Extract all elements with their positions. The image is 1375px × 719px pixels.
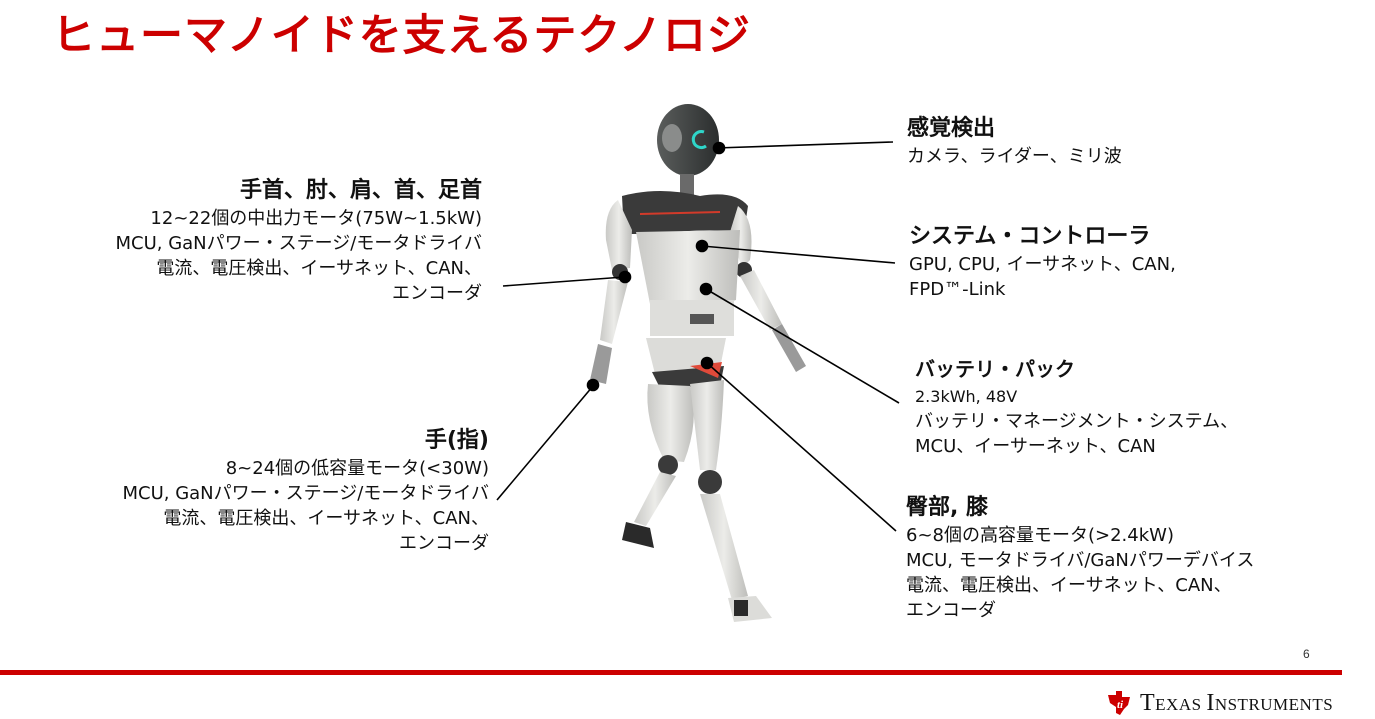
callout-joints: 手首、肘、肩、首、足首 12~22個の中出力モータ(75W~1.5kW) MCU… bbox=[115, 176, 482, 306]
callout-hand-line: 電流、電圧検出、イーサネット、CAN、 bbox=[163, 508, 489, 529]
callout-hip-knee-line: 6~8個の高容量モータ(>2.4kW) bbox=[906, 525, 1174, 546]
callout-controller-line: FPD™-Link bbox=[909, 279, 1006, 300]
callout-battery-line: バッテリ・マネージメント・システム、 bbox=[915, 411, 1239, 432]
callout-hand-line: 8~24個の低容量モータ(<30W) bbox=[225, 458, 489, 479]
callout-joints-heading: 手首、肘、肩、首、足首 bbox=[239, 178, 482, 203]
hip-knee-anchor-dot bbox=[700, 356, 714, 370]
callout-hand-heading: 手(指) bbox=[424, 428, 489, 453]
callout-hip-knee-line: MCU, モータドライバ/GaNパワーデバイス bbox=[906, 550, 1255, 571]
callout-sensing-line: カメラ、ライダー、ミリ波 bbox=[907, 146, 1122, 167]
leader-lines bbox=[496, 141, 900, 532]
callout-controller-line: GPU, CPU, イーサネット、CAN, bbox=[909, 254, 1176, 275]
callout-hip-knee-line: 電流、電圧検出、イーサネット、CAN、 bbox=[906, 575, 1232, 596]
callout-hand-line: MCU, GaNパワー・ステージ/モータドライバ bbox=[122, 483, 489, 504]
callout-joints-line: エンコーダ bbox=[392, 283, 482, 304]
controller-anchor-dot bbox=[695, 239, 709, 253]
ti-logo-text: TEXAS INSTRUMENTS bbox=[1140, 689, 1334, 716]
page-number: 6 bbox=[1303, 647, 1310, 661]
ti-logo-icon: ti bbox=[1108, 691, 1130, 715]
callout-hand-line: エンコーダ bbox=[399, 533, 489, 554]
slide-title: ヒューマノイドを支えるテクノロジ bbox=[52, 11, 751, 61]
callout-sensing: 感覚検出 カメラ、ライダー、ミリ波 bbox=[907, 114, 1122, 169]
svg-text:ti: ti bbox=[1117, 699, 1124, 711]
battery-anchor-dot bbox=[699, 282, 713, 296]
callout-controller: システム・コントローラ GPU, CPU, イーサネット、CAN, FPD™-L… bbox=[909, 222, 1176, 302]
callout-joints-line: MCU, GaNパワー・ステージ/モータドライバ bbox=[115, 233, 482, 254]
joints-anchor-dot bbox=[618, 270, 632, 284]
callout-battery-heading: バッテリ・パック bbox=[915, 357, 1075, 381]
callout-controller-heading: システム・コントローラ bbox=[909, 224, 1151, 249]
callout-battery-line: 2.3kWh, 48V bbox=[915, 387, 1018, 406]
robot-figure bbox=[590, 104, 806, 622]
callout-hip-knee-heading: 臀部, 膝 bbox=[906, 495, 989, 520]
callout-joints-line: 電流、電圧検出、イーサネット、CAN、 bbox=[156, 258, 482, 279]
footer-divider bbox=[0, 670, 1342, 675]
hand-anchor-dot bbox=[586, 378, 600, 392]
sensing-anchor-dot bbox=[712, 141, 726, 155]
callout-hip-knee: 臀部, 膝 6~8個の高容量モータ(>2.4kW) MCU, モータドライバ/G… bbox=[906, 493, 1254, 623]
texas-instruments-logo: ti TEXAS INSTRUMENTS bbox=[1106, 688, 1333, 718]
callout-battery-line: MCU、イーサーネット、CAN bbox=[915, 436, 1156, 457]
callout-sensing-heading: 感覚検出 bbox=[907, 116, 996, 141]
callout-hip-knee-line: エンコーダ bbox=[906, 600, 996, 621]
callout-joints-line: 12~22個の中出力モータ(75W~1.5kW) bbox=[150, 208, 482, 229]
callout-battery: バッテリ・パック 2.3kWh, 48V バッテリ・マネージメント・システム、 … bbox=[915, 354, 1238, 459]
callout-hand: 手(指) 8~24個の低容量モータ(<30W) MCU, GaNパワー・ステージ… bbox=[122, 426, 489, 556]
